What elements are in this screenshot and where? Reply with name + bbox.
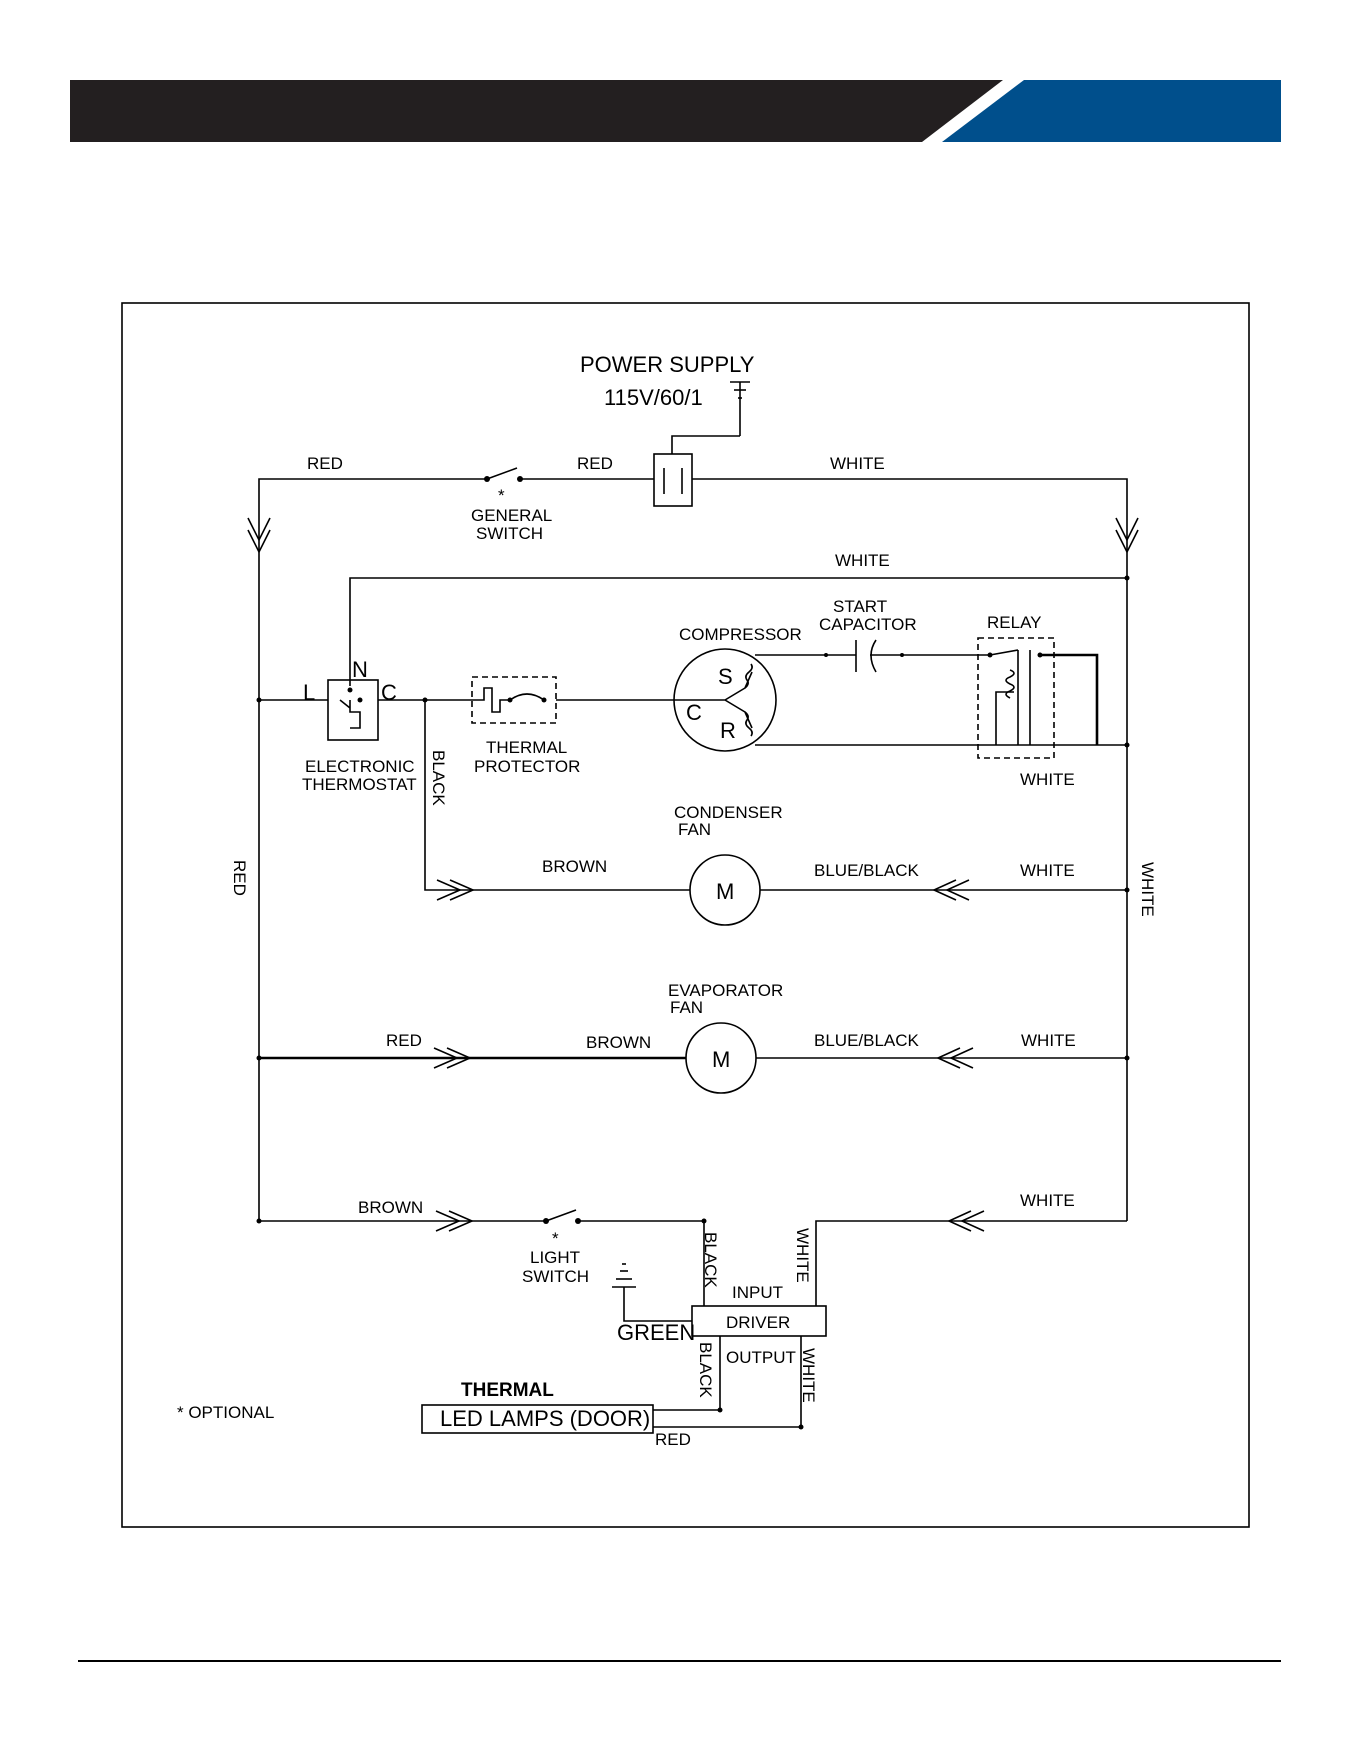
wire-label-white-second: WHITE <box>835 551 890 570</box>
condenser-fan-motor-label: M <box>716 879 734 904</box>
wire-label-blue-black-condenser: BLUE/BLACK <box>814 861 920 880</box>
footer-rule <box>78 1660 1281 1662</box>
start-capacitor-label-line1: START <box>833 597 887 616</box>
thermostat-label-line1: ELECTRONIC <box>305 757 415 776</box>
compressor-icon <box>673 648 777 752</box>
wire-label-black-input: BLACK <box>701 1232 720 1288</box>
electronic-thermostat-icon <box>327 679 379 741</box>
thermal-protector-icon <box>471 676 557 724</box>
light-switch-label-line2: SWITCH <box>522 1267 589 1286</box>
wire-white-to-driver <box>815 1220 1127 1306</box>
wire-label-white-top: WHITE <box>830 454 885 473</box>
wire-label-brown-evaporator: BROWN <box>586 1033 651 1052</box>
light-switch-marker: * <box>552 1229 559 1248</box>
wire-label-brown-condenser: BROWN <box>542 857 607 876</box>
header-band <box>70 80 1281 142</box>
general-switch-icon <box>484 467 523 482</box>
arrow-light-right <box>947 1210 985 1232</box>
led-lamps-box <box>421 1404 654 1434</box>
thermal-protector-label-line2: PROTECTOR <box>474 757 580 776</box>
power-ground-icon <box>730 381 750 436</box>
thermostat-terminal-c: C <box>381 680 397 705</box>
arrow-down-right <box>1115 517 1139 554</box>
driver-output-label: OUTPUT <box>726 1348 796 1367</box>
relay-icon <box>977 637 1055 759</box>
wire-label-black-output: BLACK <box>696 1342 715 1398</box>
condenser-fan-label-line1: CONDENSER <box>674 803 783 822</box>
arrow-light-left <box>435 1210 475 1232</box>
wire-label-brown-light: BROWN <box>358 1198 423 1217</box>
wire-white-second <box>349 577 1127 686</box>
wire-relay-to-right <box>1040 653 1099 745</box>
start-capacitor-icon <box>826 639 904 673</box>
wire-label-white-vertical: WHITE <box>1138 862 1157 917</box>
wire-label-black-thermostat: BLACK <box>429 750 448 806</box>
wire-label-red-top-mid: RED <box>577 454 613 473</box>
wire-label-white-output: WHITE <box>799 1348 818 1403</box>
evaporator-fan-label-line2: FAN <box>670 998 703 1017</box>
wire-label-red-vertical: RED <box>230 860 249 896</box>
light-switch-label-line1: LIGHT <box>530 1248 580 1267</box>
header-dark-band <box>70 80 1003 142</box>
arrow-evaporator-left <box>433 1047 473 1069</box>
general-switch-label-line2: SWITCH <box>476 524 543 543</box>
evaporator-fan-label-line1: EVAPORATOR <box>668 981 783 1000</box>
start-capacitor-label-line2: CAPACITOR <box>819 615 917 634</box>
driver-input-label: INPUT <box>732 1283 783 1302</box>
driver-label: DRIVER <box>726 1313 790 1332</box>
driver-ground-icon <box>612 1263 692 1322</box>
light-switch-icon <box>543 1209 581 1224</box>
arrow-evaporator-right <box>936 1047 974 1069</box>
wire-label-white-relay: WHITE <box>1020 770 1075 789</box>
wire-label-red-led: RED <box>655 1430 691 1449</box>
wire-light-switch-to-driver <box>578 1220 705 1306</box>
optional-legend: * OPTIONAL <box>177 1403 274 1422</box>
arrow-down-left <box>247 517 271 554</box>
wire-red-top-left <box>258 478 487 1221</box>
arrow-condenser-right <box>932 879 970 901</box>
wire-label-red-evaporator: RED <box>386 1031 422 1050</box>
power-supply-title: POWER SUPPLY <box>580 352 755 377</box>
wire-label-green-ground: GREEN <box>617 1320 695 1345</box>
wire-label-white-condenser: WHITE <box>1020 861 1075 880</box>
wire-label-white-input: WHITE <box>793 1228 812 1283</box>
arrow-condenser-left <box>436 879 476 901</box>
wire-black-to-condenser <box>424 700 690 891</box>
compressor-terminal-r: R <box>720 718 736 743</box>
diagram-frame <box>121 302 1250 1528</box>
thermostat-label-line2: THERMOSTAT <box>302 775 417 794</box>
wire-label-red-top-left: RED <box>307 454 343 473</box>
power-plug-icon <box>653 435 740 507</box>
thermal-protector-label-line1: THERMAL <box>486 738 567 757</box>
general-switch-label-line1: GENERAL <box>471 506 552 525</box>
wire-label-white-evaporator: WHITE <box>1021 1031 1076 1050</box>
evaporator-fan-motor-label: M <box>712 1047 730 1072</box>
condenser-fan-label-line2: FAN <box>678 820 711 839</box>
header-accent-band <box>942 80 1281 142</box>
compressor-terminal-c: C <box>686 700 702 725</box>
general-switch-marker: * <box>498 486 505 505</box>
wire-label-blue-black-evaporator: BLUE/BLACK <box>814 1031 920 1050</box>
thermal-heading: THERMAL <box>461 1380 554 1401</box>
compressor-terminal-s: S <box>718 664 733 689</box>
led-lamps-label: LED LAMPS (DOOR) <box>440 1406 650 1431</box>
relay-label: RELAY <box>987 613 1042 632</box>
wire-label-white-light: WHITE <box>1020 1191 1075 1210</box>
compressor-label: COMPRESSOR <box>679 625 802 644</box>
thermostat-terminal-l: L <box>303 680 315 705</box>
power-supply-spec: 115V/60/1 <box>604 385 703 410</box>
thermostat-terminal-n: N <box>352 657 368 682</box>
wire-white-top <box>692 478 1128 1221</box>
